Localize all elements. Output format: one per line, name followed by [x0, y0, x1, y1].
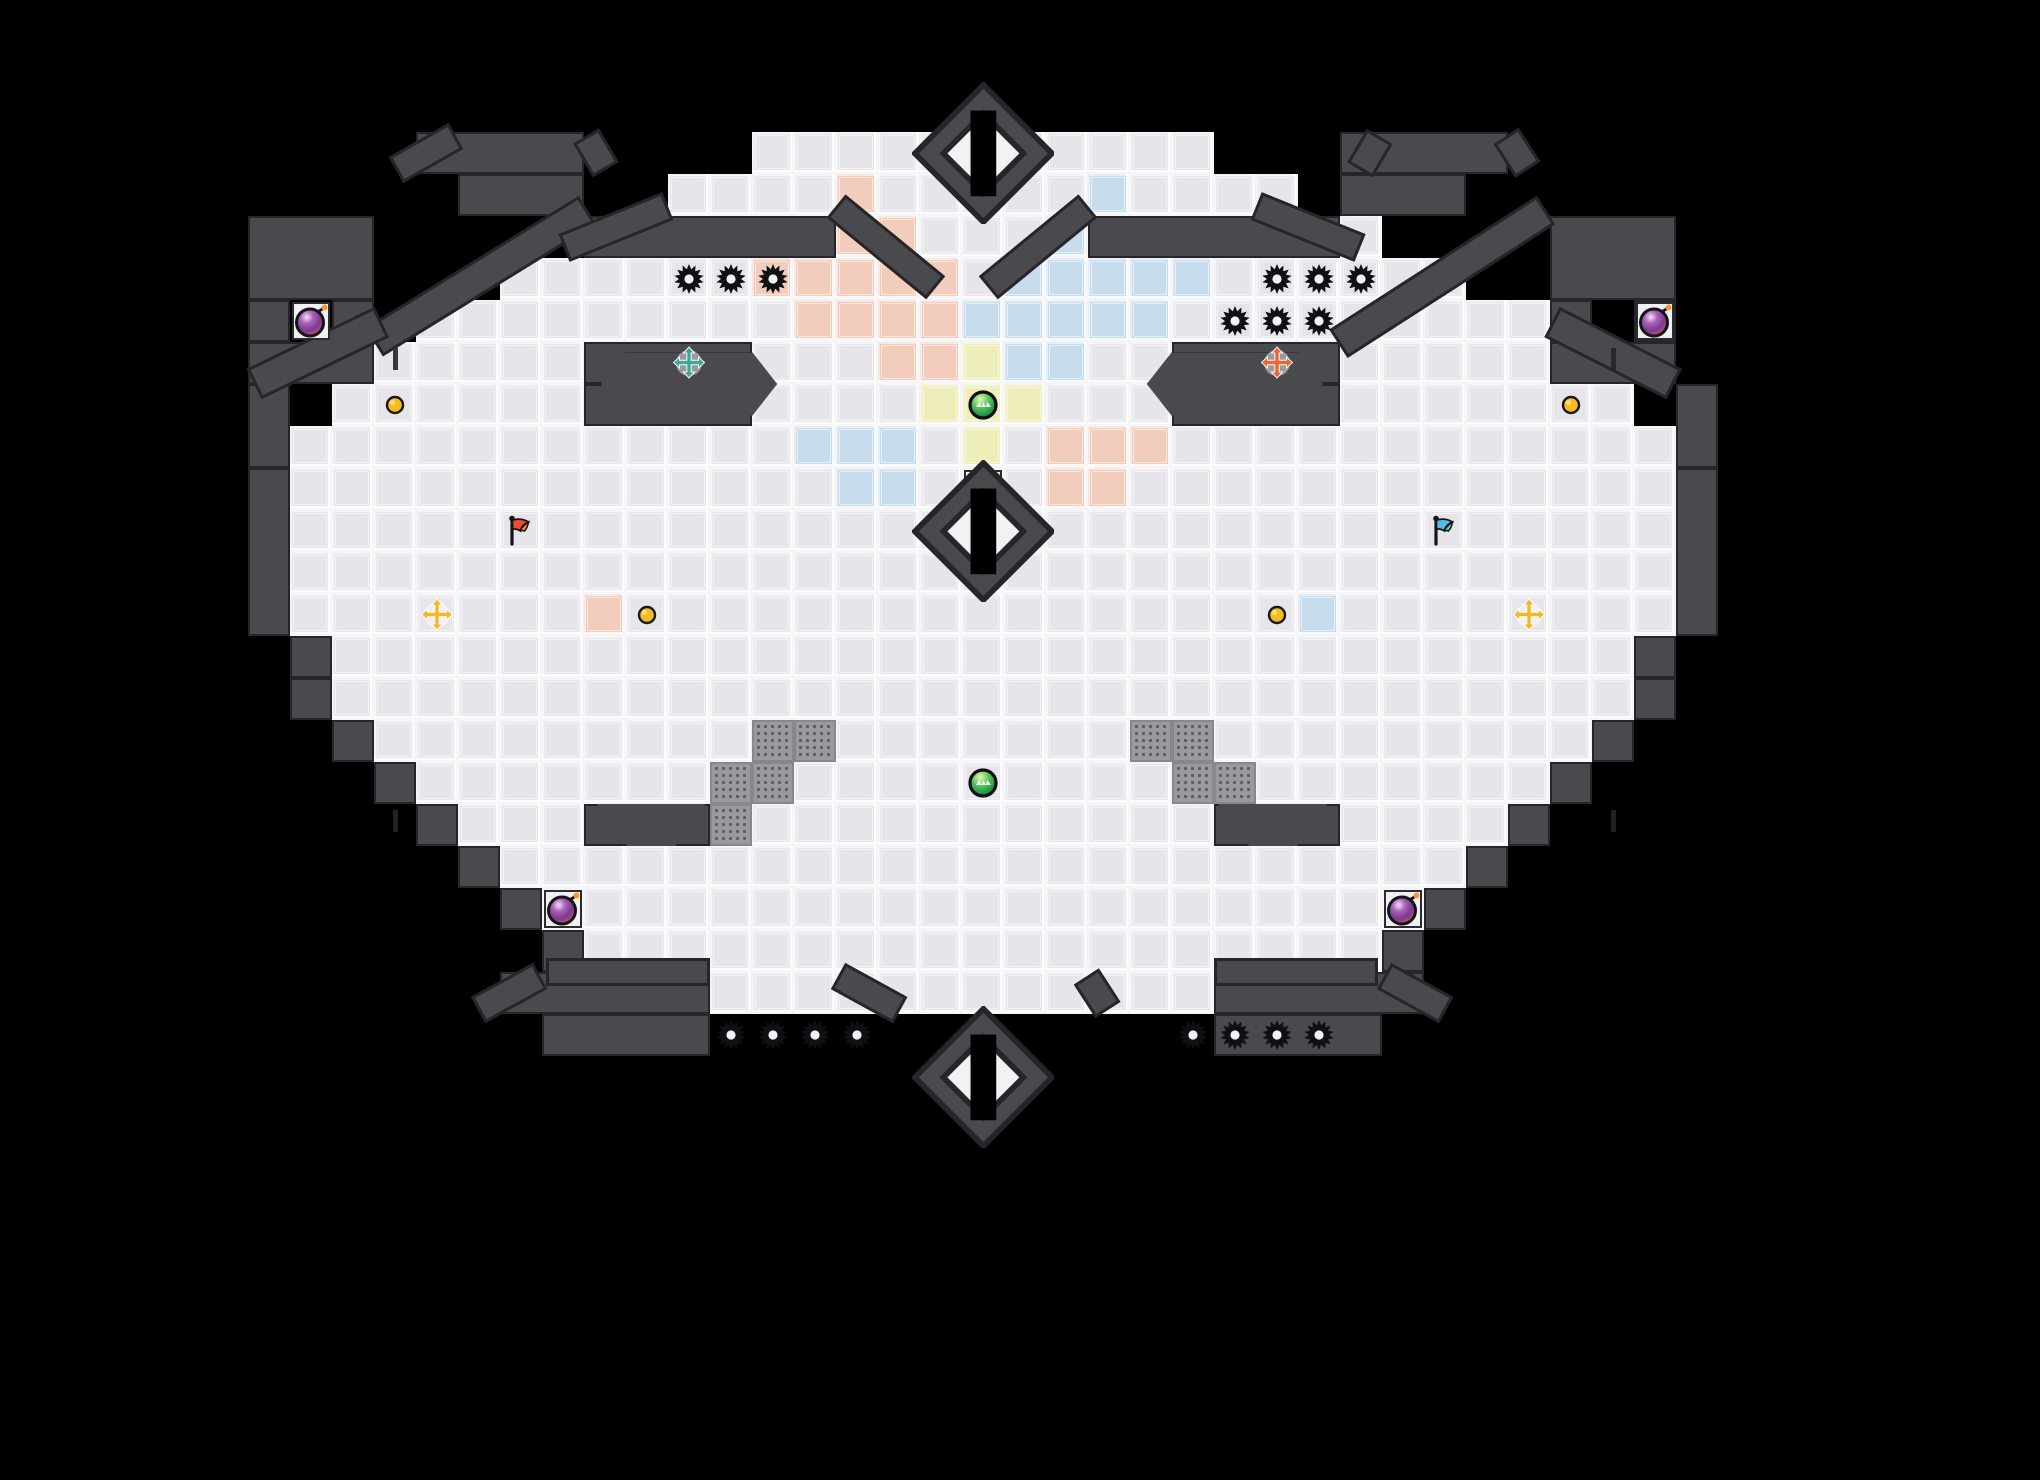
spike-icon — [1214, 300, 1256, 342]
spike-icon — [1298, 300, 1340, 342]
wall-nub — [1611, 810, 1616, 832]
spike-icon — [1256, 300, 1298, 342]
spike-icon — [710, 258, 752, 300]
spike-icon — [1172, 1014, 1214, 1056]
bomb-icon[interactable] — [542, 888, 584, 930]
spike-icon — [1340, 258, 1382, 300]
gate-structure[interactable] — [910, 80, 1056, 226]
spike-icon — [710, 1014, 752, 1056]
powerup-gem-icon[interactable] — [962, 762, 1004, 804]
red-flag-icon[interactable] — [500, 510, 542, 552]
spike-icon — [1298, 258, 1340, 300]
spike-icon — [752, 258, 794, 300]
spike-icon — [1256, 1014, 1298, 1056]
boost-icon[interactable] — [1256, 342, 1298, 384]
pellet-icon — [1550, 384, 1592, 426]
bomb-icon[interactable] — [1634, 300, 1676, 342]
spike-icon — [1214, 1014, 1256, 1056]
powerup-gem-icon[interactable] — [962, 384, 1004, 426]
spike-icon — [668, 258, 710, 300]
spike-icon — [752, 1014, 794, 1056]
bomb-icon[interactable] — [290, 300, 332, 342]
boost-icon[interactable] — [668, 342, 710, 384]
wall-nub — [393, 348, 398, 370]
spike-icon — [1298, 1014, 1340, 1056]
wall-nub — [1611, 348, 1616, 370]
spike-icon — [836, 1014, 878, 1056]
blue-flag-icon[interactable] — [1424, 510, 1466, 552]
bomb-icon[interactable] — [1382, 888, 1424, 930]
wall-nub — [393, 810, 398, 832]
gate-structure[interactable] — [910, 1004, 1056, 1150]
pellet-icon — [374, 384, 416, 426]
spike-icon — [794, 1014, 836, 1056]
spike-icon — [1256, 258, 1298, 300]
pellet-icon — [626, 594, 668, 636]
pellet-icon — [1256, 594, 1298, 636]
boost-icon[interactable] — [416, 594, 458, 636]
gate-structure[interactable] — [910, 458, 1056, 604]
boost-icon[interactable] — [1508, 594, 1550, 636]
